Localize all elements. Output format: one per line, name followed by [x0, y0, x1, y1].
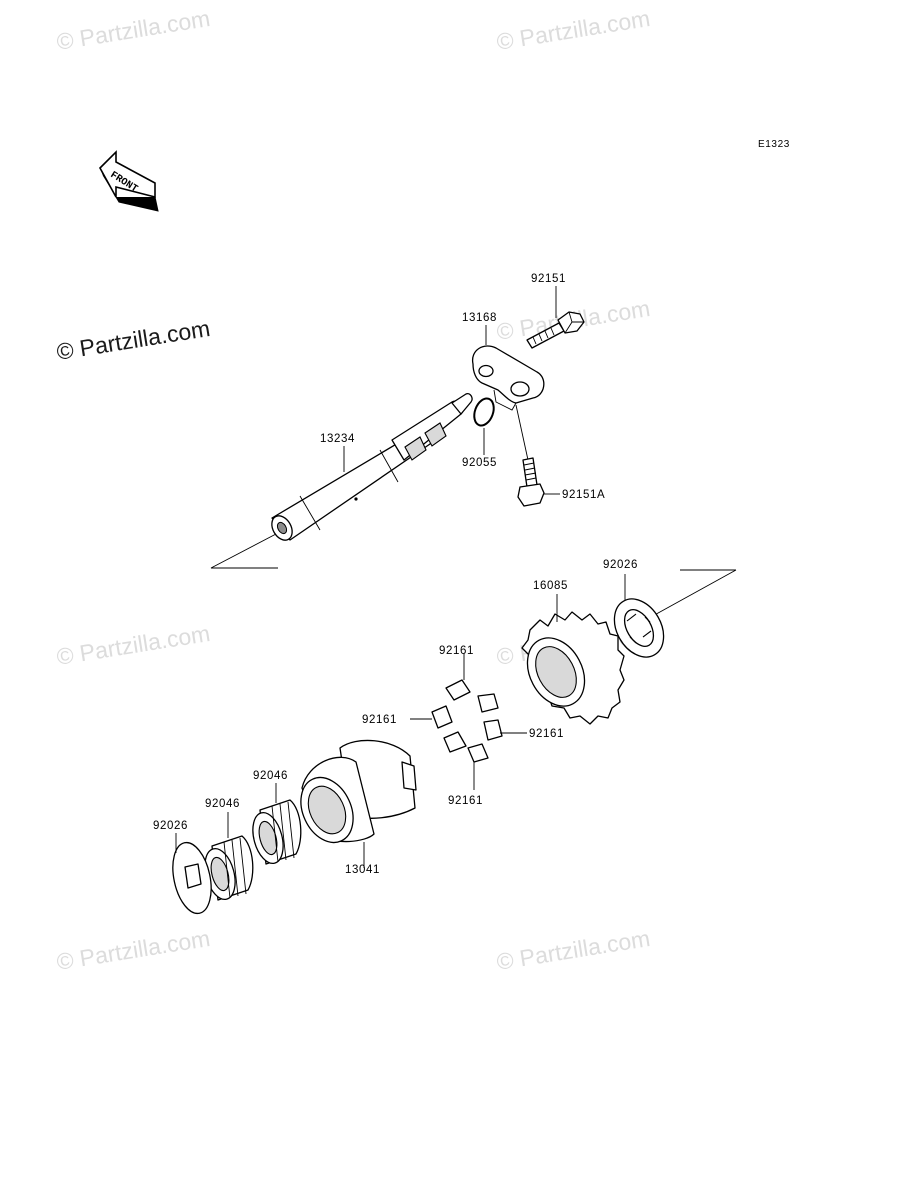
hub-13041 — [300, 739, 417, 868]
bolt-92151a — [515, 404, 560, 507]
label-92161-bottom[interactable]: 92161 — [448, 795, 483, 807]
front-arrow-icon: FRONT — [99, 150, 159, 212]
watermark: © Partzilla.com — [495, 925, 652, 975]
label-92046-upper[interactable]: 92046 — [253, 770, 288, 782]
leader-shaft — [210, 533, 278, 569]
label-16085[interactable]: 16085 — [533, 580, 568, 592]
part-labels: 92151 13168 13234 92055 92151A 92026 160… — [153, 273, 638, 876]
label-92046-lower[interactable]: 92046 — [205, 798, 240, 810]
label-13234[interactable]: 13234 — [320, 433, 355, 445]
label-92055[interactable]: 92055 — [462, 457, 497, 469]
label-13041[interactable]: 13041 — [345, 864, 380, 876]
label-92161-left[interactable]: 92161 — [362, 714, 397, 726]
label-13168[interactable]: 13168 — [462, 312, 497, 324]
thrust-washer-92026-left — [172, 833, 212, 915]
o-ring-92055 — [473, 397, 495, 427]
label-92026-right[interactable]: 92026 — [603, 559, 638, 571]
bolt-92151 — [526, 286, 585, 349]
thrust-washer-92026-right — [613, 574, 665, 658]
label-92151a[interactable]: 92151A — [562, 489, 605, 501]
bracket-13168 — [471, 325, 545, 411]
watermark: © Partzilla.com — [55, 620, 212, 670]
gear-16085 — [521, 594, 625, 725]
needle-bearing-92046-upper — [252, 783, 302, 865]
label-92151[interactable]: 92151 — [531, 273, 566, 285]
label-92026-left[interactable]: 92026 — [153, 820, 188, 832]
watermark: © Partzilla.com — [55, 5, 212, 55]
label-92161-top[interactable]: 92161 — [439, 645, 474, 657]
damper-set-92161 — [410, 654, 527, 790]
shaft-13234 — [271, 392, 473, 541]
diagram-code: E1323 — [758, 139, 790, 150]
watermark: © Partzilla.com — [495, 5, 652, 55]
watermark: © Partzilla.com — [55, 925, 212, 975]
label-92161-right[interactable]: 92161 — [529, 728, 564, 740]
watermark-dark: © Partzilla.com — [55, 315, 212, 365]
